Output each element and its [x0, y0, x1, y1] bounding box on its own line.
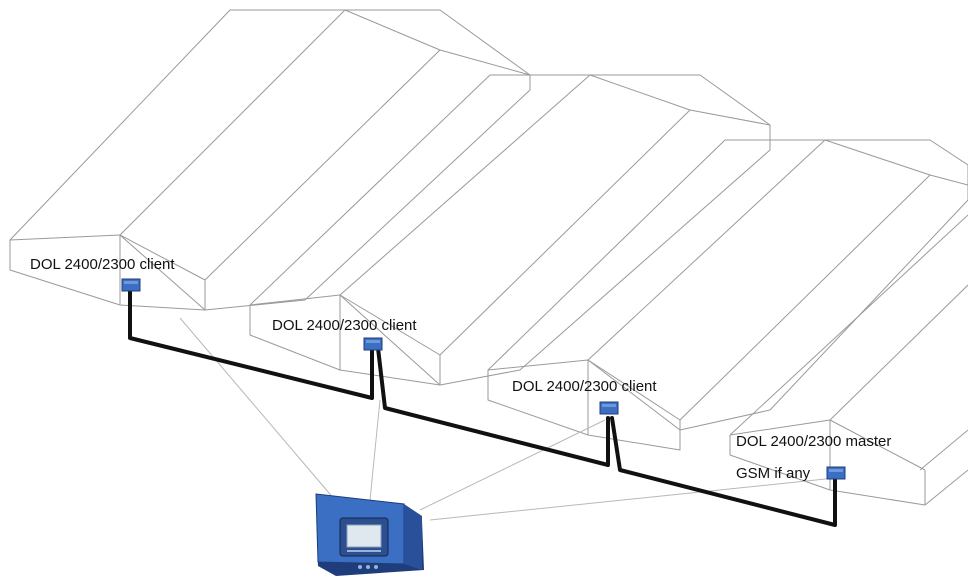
gsm-label: GSM if any — [736, 465, 811, 482]
client-module-2 — [363, 337, 383, 351]
bus-cable — [128, 290, 837, 527]
client-module-3 — [599, 401, 619, 415]
link-lines — [179, 317, 836, 521]
master-label: DOL 2400/2300 master — [736, 433, 891, 450]
house-3 — [487, 139, 968, 451]
client-module-1 — [121, 278, 141, 292]
house-4 — [729, 214, 968, 506]
control-panel-icon — [315, 493, 424, 576]
master-module — [826, 466, 846, 480]
house-2 — [249, 74, 771, 386]
client-label-1: DOL 2400/2300 client — [30, 256, 175, 273]
client-label-2: DOL 2400/2300 client — [272, 317, 417, 334]
house-1 — [9, 9, 531, 311]
client-label-3: DOL 2400/2300 client — [512, 378, 657, 395]
